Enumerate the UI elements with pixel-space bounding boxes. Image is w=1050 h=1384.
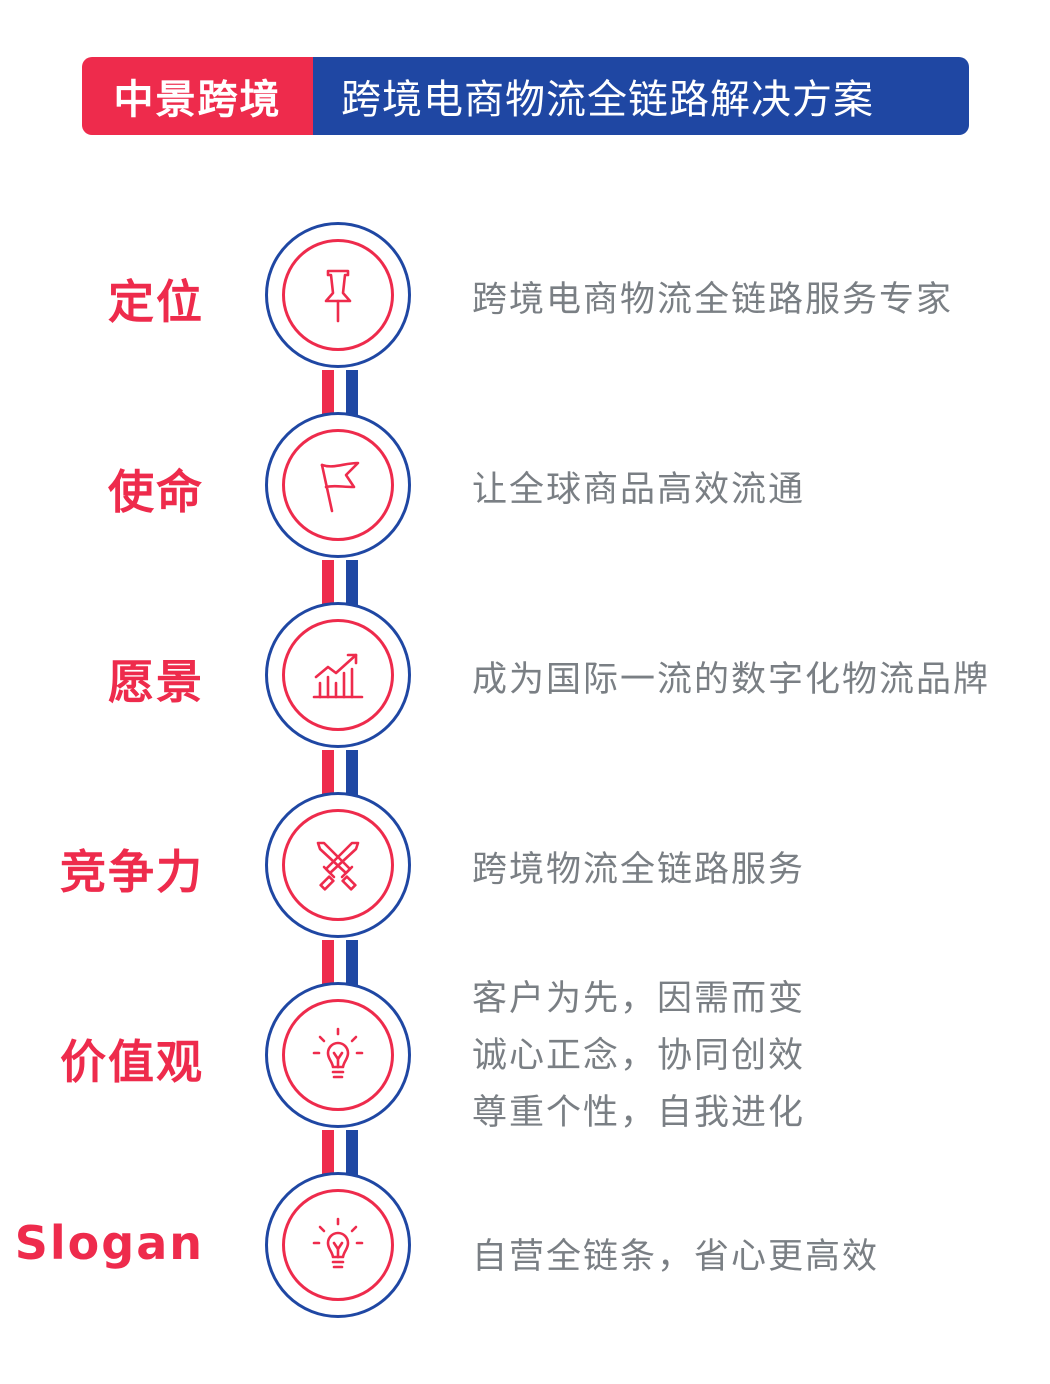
timeline-node [265, 1172, 411, 1318]
value-line: 尊重个性，自我进化 [472, 1093, 806, 1133]
timeline-node [265, 412, 411, 558]
row-text-mission: 让全球商品高效流通 [472, 470, 806, 510]
timeline-node [265, 982, 411, 1128]
value-line: 客户为先，因需而变 [472, 979, 806, 1019]
timeline-node [265, 792, 411, 938]
pushpin-icon [324, 269, 352, 323]
row-label-vision: 愿景 [108, 655, 204, 709]
row-text-positioning: 跨境电商物流全链路服务专家 [472, 280, 954, 320]
growth-chart-icon [312, 653, 364, 699]
banner-title: 跨境电商物流全链路解决方案 [313, 57, 969, 135]
header-banner: 中景跨境 跨境电商物流全链路解决方案 [82, 57, 969, 135]
brand-label: 中景跨境 [82, 57, 313, 135]
crossed-swords-icon [316, 841, 360, 891]
lightbulb-icon [312, 1217, 364, 1269]
row-text-competitiveness: 跨境物流全链路服务 [472, 850, 806, 890]
row-text-slogan: 自营全链条，省心更高效 [472, 1237, 880, 1277]
value-line: 诚心正念，协同创效 [472, 1036, 806, 1076]
timeline-node [265, 602, 411, 748]
row-label-competitiveness: 竞争力 [60, 845, 204, 899]
timeline-node [265, 222, 411, 368]
row-label-positioning: 定位 [108, 275, 204, 329]
row-label-slogan: Slogan [14, 1216, 204, 1270]
row-label-mission: 使命 [108, 465, 204, 519]
row-text-vision: 成为国际一流的数字化物流品牌 [472, 660, 991, 700]
row-label-values: 价值观 [60, 1035, 204, 1089]
flag-icon [320, 461, 360, 513]
lightbulb-icon [312, 1027, 364, 1079]
row-text-values: 客户为先，因需而变 诚心正念，协同创效 尊重个性，自我进化 [472, 971, 805, 1142]
